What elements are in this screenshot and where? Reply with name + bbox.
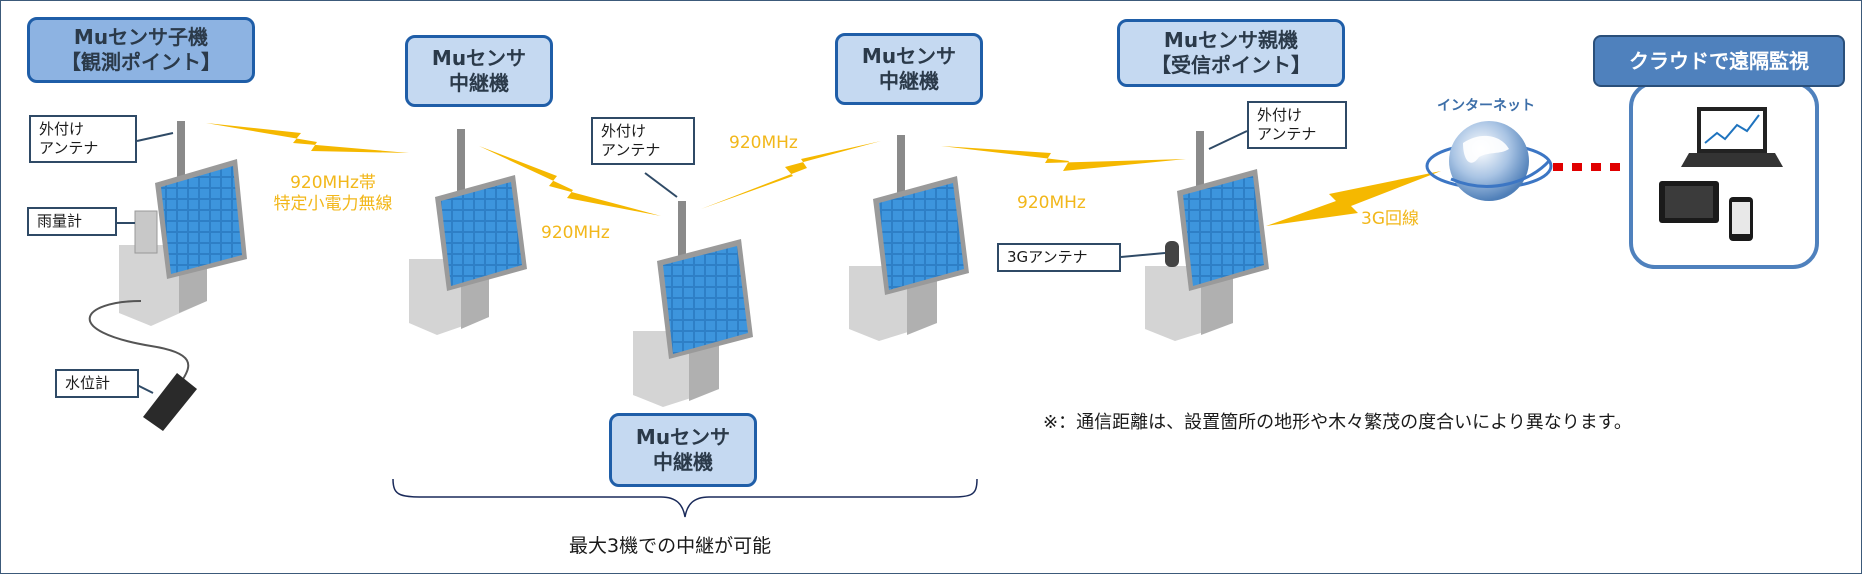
callout-ext-antenna-2-line1: 外付け [601, 122, 647, 140]
callout-ext-antenna-3-line1: 外付け [1257, 106, 1303, 124]
callout-3g-antenna: 3Gアンテナ [997, 243, 1121, 272]
link-label-2: 920MHz [541, 223, 610, 244]
relay-1-title-line1: Muセンサ [431, 46, 527, 70]
callout-rain-gauge-text: 雨量計 [37, 212, 83, 230]
cloud-monitoring-title: クラウドで遠隔監視 [1593, 35, 1845, 87]
link-label-4: 920MHz [1017, 193, 1086, 214]
child-unit-title-line2: 【観測ポイント】 [61, 50, 221, 74]
lightning-bolt-2 [479, 146, 661, 216]
callout-rain-gauge: 雨量計 [27, 207, 117, 236]
relay-3-title-line1: Muセンサ [861, 44, 957, 68]
callout-ext-antenna-1: 外付け アンテナ [29, 115, 137, 163]
callout-ext-antenna-3: 外付け アンテナ [1247, 101, 1347, 149]
relay-2-title-line1: Muセンサ [635, 425, 731, 449]
cloud-monitoring-title-text: クラウドで遠隔監視 [1629, 48, 1809, 73]
lightning-bolt-3 [701, 141, 881, 209]
distance-note: ※：通信距離は、設置箇所の地形や木々繁茂の度合いにより異なります。 [1043, 408, 1632, 434]
parent-unit-title-line1: Muセンサ親機 [1163, 28, 1299, 52]
link-label-5-text: 3G回線 [1361, 209, 1419, 229]
callout-ext-antenna-1-line1: 外付け [39, 120, 85, 138]
leader-line-ext-antenna-3 [1208, 130, 1248, 150]
relay-3-title-line2: 中継機 [879, 69, 939, 93]
callout-ext-antenna-2-line2: アンテナ [601, 140, 661, 159]
relay-caption: 最大3機での中継が可能 [569, 531, 771, 558]
relay-2-title-line2: 中継機 [653, 450, 713, 474]
link-label-3-text: 920MHz [729, 133, 798, 153]
leader-line-ext-antenna-2 [644, 172, 678, 198]
relay-caption-text: 最大3機での中継が可能 [569, 535, 772, 557]
leader-line-3g-antenna [1120, 252, 1166, 258]
relay-1-title-line2: 中継機 [449, 71, 509, 95]
callout-ext-antenna-1-line2: アンテナ [39, 138, 99, 157]
link-label-1-line2: 特定小電力無線 [273, 194, 393, 215]
callout-3g-antenna-text: 3Gアンテナ [1007, 248, 1088, 266]
sensor-unit-child [88, 121, 247, 431]
link-label-1: 920MHz帯 特定小電力無線 [263, 173, 403, 216]
lightning-bolt-5 [1266, 171, 1441, 226]
leader-line-ext-antenna-1 [136, 132, 174, 142]
laptop-icon [1681, 107, 1783, 167]
link-label-5: 3G回線 [1361, 209, 1419, 230]
distance-note-text: ※：通信距離は、設置箇所の地形や木々繁茂の度合いにより異なります。 [1043, 412, 1632, 433]
callout-water-level-text: 水位計 [65, 374, 111, 392]
lightning-bolt-4 [941, 146, 1186, 171]
link-label-2-text: 920MHz [541, 223, 610, 243]
child-unit-title: Muセンサ子機 【観測ポイント】 [27, 17, 255, 83]
sensor-unit-relay-3 [849, 135, 969, 341]
leader-line-water-level [136, 384, 154, 394]
callout-ext-antenna-2: 外付け アンテナ [591, 117, 695, 165]
callout-ext-antenna-3-line2: アンテナ [1257, 124, 1317, 143]
relay-3-title: Muセンサ 中継機 [835, 33, 983, 105]
child-unit-title-line1: Muセンサ子機 [73, 25, 209, 49]
sensor-unit-relay-1 [409, 129, 527, 335]
parent-unit-title-line2: 【受信ポイント】 [1151, 53, 1311, 77]
link-label-1-line1: 920MHz帯 [290, 173, 376, 193]
relay-1-title: Muセンサ 中継機 [405, 35, 553, 107]
internet-label-text: インターネット [1437, 98, 1535, 114]
internet-globe-icon [1425, 121, 1553, 201]
callout-water-level: 水位計 [55, 369, 139, 398]
relay-range-brace [392, 478, 978, 518]
smartphone-icon [1729, 197, 1753, 241]
sensor-unit-parent [1145, 131, 1269, 341]
internet-label: インターネット [1437, 95, 1535, 115]
link-label-4-text: 920MHz [1017, 193, 1086, 213]
relay-2-title: Muセンサ 中継機 [609, 413, 757, 487]
parent-unit-title: Muセンサ親機 【受信ポイント】 [1117, 19, 1345, 87]
link-label-3: 920MHz [729, 133, 798, 154]
sensor-unit-relay-2 [633, 201, 753, 407]
lightning-bolt-1 [206, 123, 409, 153]
tablet-icon [1659, 181, 1719, 223]
